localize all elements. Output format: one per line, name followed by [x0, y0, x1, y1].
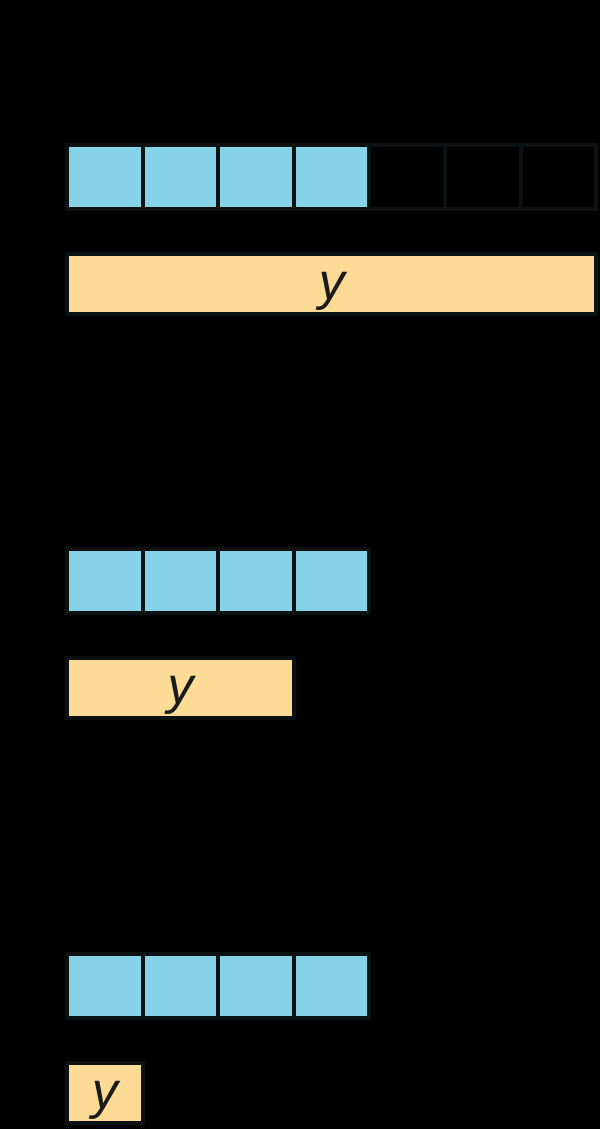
diagram-2-unit-row: [65, 547, 372, 615]
unit-cell-filled: [140, 952, 221, 1020]
unit-cell-filled: [140, 547, 221, 615]
diagram-3-unit-row: [65, 952, 372, 1020]
diagram-1-unit-row: [65, 143, 599, 211]
unit-cell-filled: [65, 547, 145, 615]
unit-cell-empty: [367, 143, 447, 211]
unit-cell-filled: [216, 143, 296, 211]
diagram-3-quantity-bar: y: [65, 1061, 145, 1125]
unit-cell-filled: [216, 547, 296, 615]
diagram-2-quantity-bar: y: [65, 656, 296, 720]
diagram-1-quantity-bar: y: [65, 252, 599, 316]
unit-cell-filled: [140, 143, 221, 211]
unit-cell-filled: [216, 952, 296, 1020]
unit-cell-filled: [291, 143, 372, 211]
unit-cell-empty: [443, 143, 523, 211]
diagram-1-bar-label: y: [318, 253, 345, 311]
unit-cell-filled: [291, 547, 372, 615]
diagram-3-bar-label: y: [91, 1062, 118, 1120]
unit-cell-empty: [518, 143, 599, 211]
unit-cell-filled: [65, 143, 145, 211]
unit-cell-filled: [291, 952, 372, 1020]
unit-cell-filled: [65, 952, 145, 1020]
diagram-2-bar-label: y: [167, 657, 194, 715]
